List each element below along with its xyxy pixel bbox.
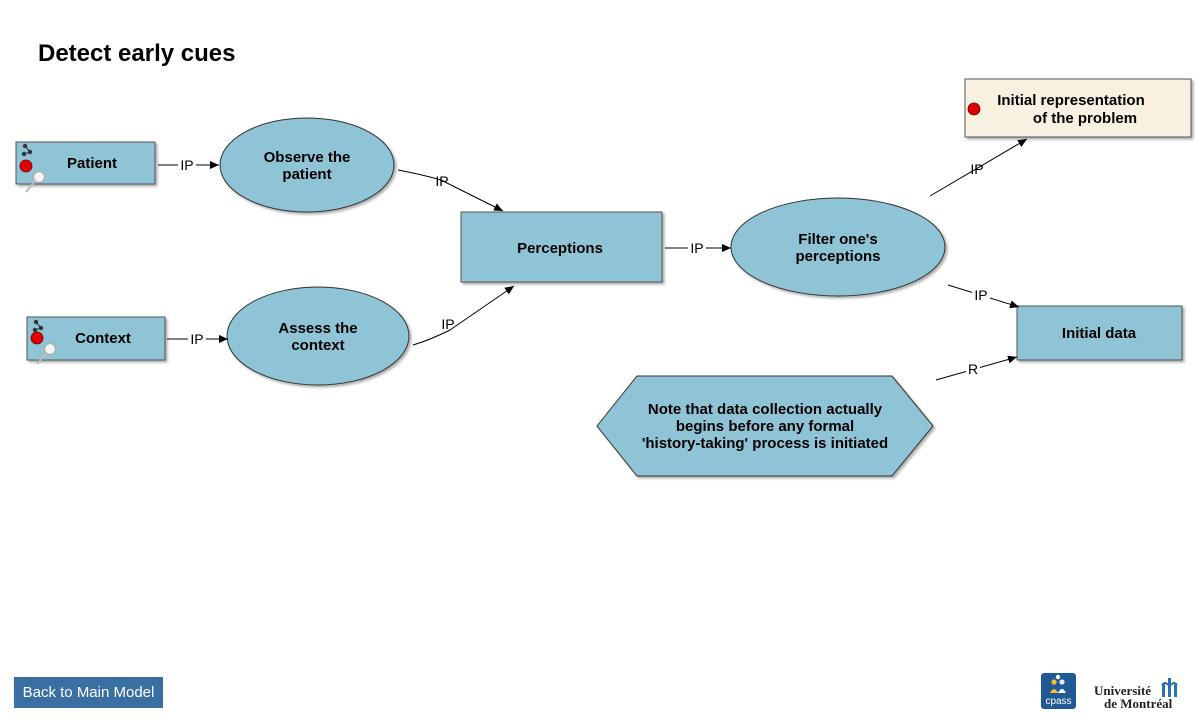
node-initial-data[interactable]: Initial data xyxy=(1016,305,1183,361)
node-observe-patient-line1: Observe the xyxy=(264,149,351,166)
node-initial-data-label: Initial data xyxy=(1062,325,1137,342)
edge-filter-initial-data: IP xyxy=(947,284,1020,309)
node-assess-context-line1: Assess the xyxy=(278,320,357,337)
node-filter-perceptions[interactable]: Filter one's perceptions xyxy=(730,197,946,297)
edge-assess-perceptions: IP xyxy=(412,285,515,346)
universite-de-montreal-logo: Université de Montréal xyxy=(1090,676,1180,712)
page-title: Detect early cues xyxy=(38,40,236,67)
node-perceptions-label: Perceptions xyxy=(517,240,603,257)
red-dot-icon xyxy=(967,102,981,116)
note-line1: Note that data collection actually xyxy=(648,401,883,418)
magnifier-icon xyxy=(25,170,46,193)
edge-filter-initial-representation: IP xyxy=(929,138,1028,197)
node-observe-patient-line2: patient xyxy=(282,166,331,183)
back-to-main-model-button[interactable]: Back to Main Model xyxy=(14,677,163,708)
magnifier-icon xyxy=(36,342,57,365)
udem-emblem-icon xyxy=(1161,678,1178,697)
node-assess-context-line2: context xyxy=(291,337,344,354)
edge-label: IP xyxy=(690,240,703,256)
edge-label: R xyxy=(968,361,978,377)
edge-label: IP xyxy=(974,287,987,303)
edge-context-assess: IP xyxy=(167,331,228,347)
node-initial-representation-line1: Initial representation xyxy=(997,92,1145,109)
edge-perceptions-filter: IP xyxy=(665,240,731,256)
node-perceptions[interactable]: Perceptions xyxy=(460,211,663,283)
note-line3: 'history-taking' process is initiated xyxy=(642,435,888,452)
red-dot-icon xyxy=(19,159,33,173)
edge-patient-observe: IP xyxy=(158,157,219,173)
node-initial-representation[interactable]: Initial representation of the problem xyxy=(964,78,1192,138)
edge-label: IP xyxy=(190,331,203,347)
edge-observe-perceptions: IP xyxy=(397,169,504,212)
node-filter-perceptions-line2: perceptions xyxy=(795,248,880,265)
node-observe-patient[interactable]: Observe the patient xyxy=(219,117,395,213)
red-dot-icon xyxy=(30,331,44,345)
cpass-figures-icon xyxy=(1050,674,1066,693)
udem-line2: de Montréal xyxy=(1104,696,1173,711)
cpass-logo: cpass xyxy=(1041,673,1076,709)
node-assess-context[interactable]: Assess the context xyxy=(226,286,410,386)
edge-label: IP xyxy=(435,173,448,189)
node-patient-label: Patient xyxy=(67,155,117,172)
node-context-label: Context xyxy=(75,330,131,347)
edge-label: IP xyxy=(180,157,193,173)
resource-icon xyxy=(32,319,44,333)
resource-icon xyxy=(21,143,33,157)
edge-label: IP xyxy=(970,161,983,177)
edge-label: IP xyxy=(441,316,454,332)
note-hexagon: Note that data collection actually begin… xyxy=(596,375,934,477)
node-initial-representation-line2: of the problem xyxy=(1033,110,1137,127)
node-context[interactable]: Context xyxy=(26,316,166,365)
node-filter-perceptions-line1: Filter one's xyxy=(798,231,877,248)
udem-line1: Université xyxy=(1094,683,1152,698)
edge-note-initial-data: R xyxy=(935,355,1018,381)
node-patient[interactable]: Patient xyxy=(15,141,156,193)
cpass-logo-text: cpass xyxy=(1045,696,1072,707)
note-line2: begins before any formal xyxy=(676,418,854,435)
